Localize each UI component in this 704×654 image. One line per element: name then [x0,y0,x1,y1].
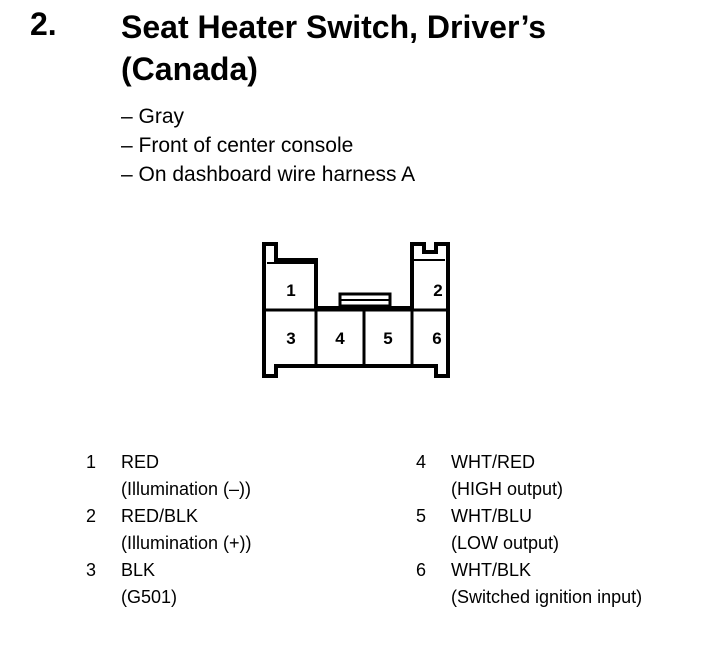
pin-number: 3 [86,560,97,580]
pin-wire-color: BLK [121,560,156,580]
pin-description: (HIGH output) [451,479,564,499]
pin-row: 4 WHT/RED (HIGH output) [416,449,642,503]
pin-description: (G501) [121,587,178,607]
pin-description: (LOW output) [451,533,560,553]
pin-list-right: 4 WHT/RED (HIGH output) 5 WHT/BLU (LOW o… [416,449,642,611]
pin-row: 6 WHT/BLK (Switched ignition input) [416,557,642,611]
cavity-label-1: 1 [286,281,295,300]
cavity-label-4: 4 [335,329,345,348]
section-number: 2. [30,6,57,42]
cavity-label-3: 3 [286,329,295,348]
detail-harness: – On dashboard wire harness A [121,163,416,186]
pin-number: 4 [416,452,427,472]
connector-housing [262,242,450,378]
cavity-label-2: 2 [433,281,442,300]
pin-description: (Switched ignition input) [451,587,643,607]
cavity-label-5: 5 [383,329,392,348]
pin-wire-color: RED/BLK [121,506,199,526]
connector-details: – Gray – Front of center console – On da… [121,102,415,189]
connector-diagram: 1 2 3 4 5 6 [262,242,450,378]
pin-description: (Illumination (–)) [121,479,252,499]
pin-row: 5 WHT/BLU (LOW output) [416,503,642,557]
pin-number: 2 [86,506,97,526]
pin-number: 5 [416,506,427,526]
section-title: Seat Heater Switch, Driver’s (Canada) [121,9,547,87]
pin-row: 2 RED/BLK (Illumination (+)) [86,503,252,557]
pin-wire-color: WHT/RED [451,452,535,472]
pin-wire-color: WHT/BLK [451,560,532,580]
detail-color: – Gray [121,105,185,128]
pin-description: (Illumination (+)) [121,533,252,553]
pin-number: 1 [86,452,97,472]
detail-location: – Front of center console [121,134,354,157]
pin-wire-color: RED [121,452,160,472]
pin-number: 6 [416,560,427,580]
pin-row: 1 RED (Illumination (–)) [86,449,252,503]
pin-list-left: 1 RED (Illumination (–)) 2 RED/BLK (Illu… [86,449,252,611]
pin-row: 3 BLK (G501) [86,557,252,611]
pin-wire-color: WHT/BLU [451,506,532,526]
cavity-label-6: 6 [432,329,441,348]
